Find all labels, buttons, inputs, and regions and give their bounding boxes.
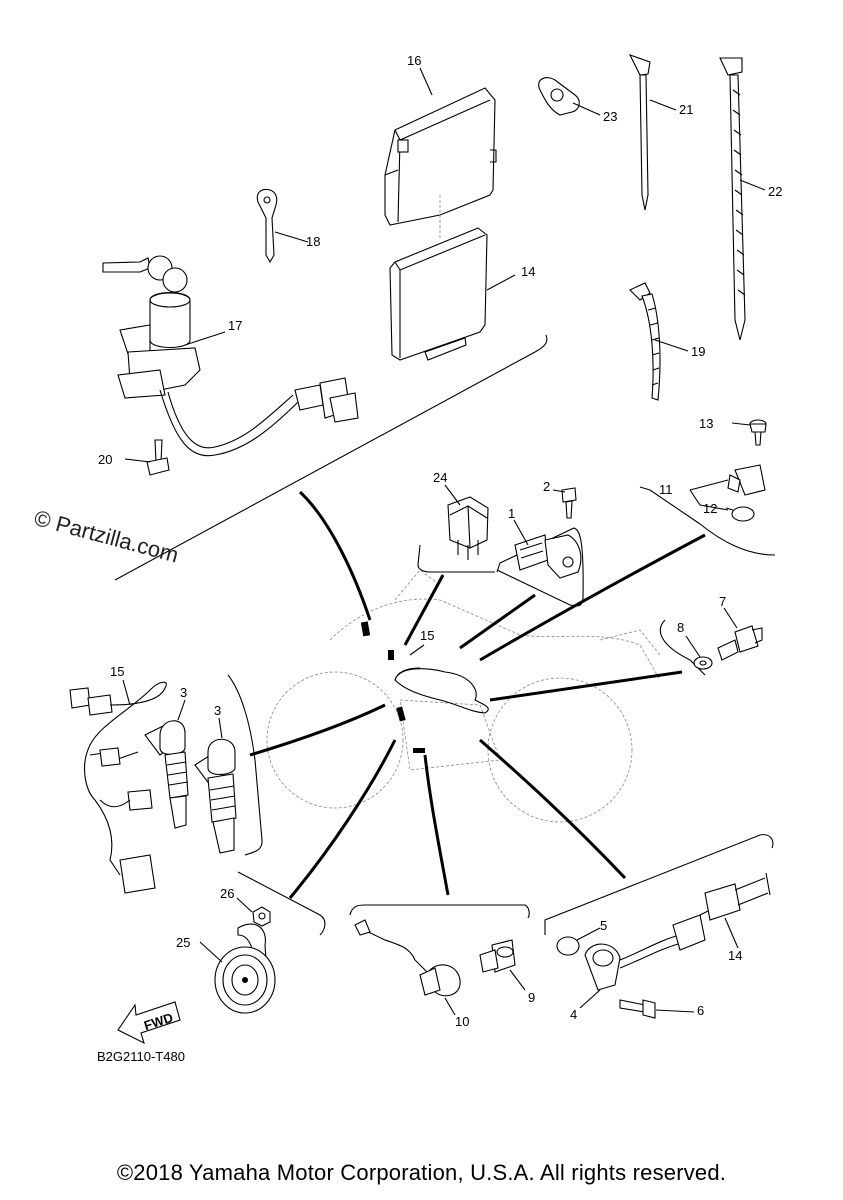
part-17-main-switch [102, 255, 359, 457]
callout-9: 9 [528, 990, 535, 1005]
part-2-bolt [561, 487, 577, 519]
callout-15-sub: 15 [110, 664, 124, 679]
part-12-o-ring [731, 506, 755, 522]
callout-leaders [122, 67, 766, 1016]
motorcycle-outline [266, 569, 661, 823]
part-14-harness [704, 872, 771, 921]
callout-14-harness: 14 [728, 948, 742, 963]
callout-3-b: 3 [214, 703, 221, 718]
part-14-ecu [389, 227, 488, 361]
part-16-ecu-case [384, 87, 497, 240]
callout-17: 17 [228, 318, 242, 333]
leader-lines [249, 490, 706, 899]
callout-26: 26 [220, 886, 234, 901]
diagram-code: B2G2110-T480 [97, 1049, 185, 1064]
part-7-sensor [717, 625, 763, 661]
part-9-switch [479, 939, 516, 973]
callout-21: 21 [679, 102, 693, 117]
callout-22: 22 [768, 184, 782, 199]
part-15-sub-harness [69, 681, 167, 894]
callout-4: 4 [570, 1007, 577, 1022]
part-10-sensor [354, 919, 461, 997]
callout-1: 1 [508, 506, 515, 521]
part-3-ignition-coil [144, 720, 189, 829]
callout-14-ecu: 14 [521, 264, 535, 279]
fwd-arrow-icon: FWD [117, 1001, 181, 1045]
callout-15-main: 15 [420, 628, 434, 643]
callout-2: 2 [543, 479, 550, 494]
part-22-cable-tie [719, 57, 746, 341]
callout-19: 19 [691, 344, 705, 359]
part-21-cable-tie [628, 54, 651, 211]
callout-5: 5 [600, 918, 607, 933]
callout-23: 23 [603, 109, 617, 124]
callout-20: 20 [98, 452, 112, 467]
callout-labels: 16 14 18 17 20 23 21 22 19 13 11 12 24 2… [98, 53, 782, 1029]
callout-12: 12 [703, 501, 717, 516]
callout-11: 11 [659, 482, 673, 497]
part-13-bolt [749, 419, 767, 446]
part-5-o-ring [556, 936, 580, 956]
center-harness [360, 621, 489, 753]
copyright-notice: ©2018 Yamaha Motor Corporation, U.S.A. A… [116, 1160, 727, 1185]
part-8-washer [693, 656, 713, 670]
part-26-nut [252, 906, 271, 927]
part-3-ignition-coil-2 [194, 738, 237, 854]
callout-7: 7 [719, 594, 726, 609]
part-11-sensor [727, 464, 766, 496]
callout-18: 18 [306, 234, 320, 249]
callout-16: 16 [407, 53, 421, 68]
part-23-clamp [538, 77, 580, 116]
callout-6: 6 [697, 1003, 704, 1018]
part-6-bolt [619, 999, 656, 1019]
part-19-cable-tie [629, 282, 661, 401]
callout-25: 25 [176, 935, 190, 950]
callout-8: 8 [677, 620, 684, 635]
bracket-11-12 [689, 479, 729, 511]
group-brackets [114, 334, 776, 936]
part-18-key [256, 188, 278, 264]
part-25-horn [214, 923, 276, 1014]
callout-3-a: 3 [180, 685, 187, 700]
callout-10: 10 [455, 1014, 469, 1029]
callout-13: 13 [699, 416, 713, 431]
part-1-sensor [514, 534, 582, 579]
part-4-sensor [584, 904, 721, 991]
part-24-relay [447, 496, 489, 560]
callout-24: 24 [433, 470, 447, 485]
part-20-bolt [146, 439, 170, 476]
